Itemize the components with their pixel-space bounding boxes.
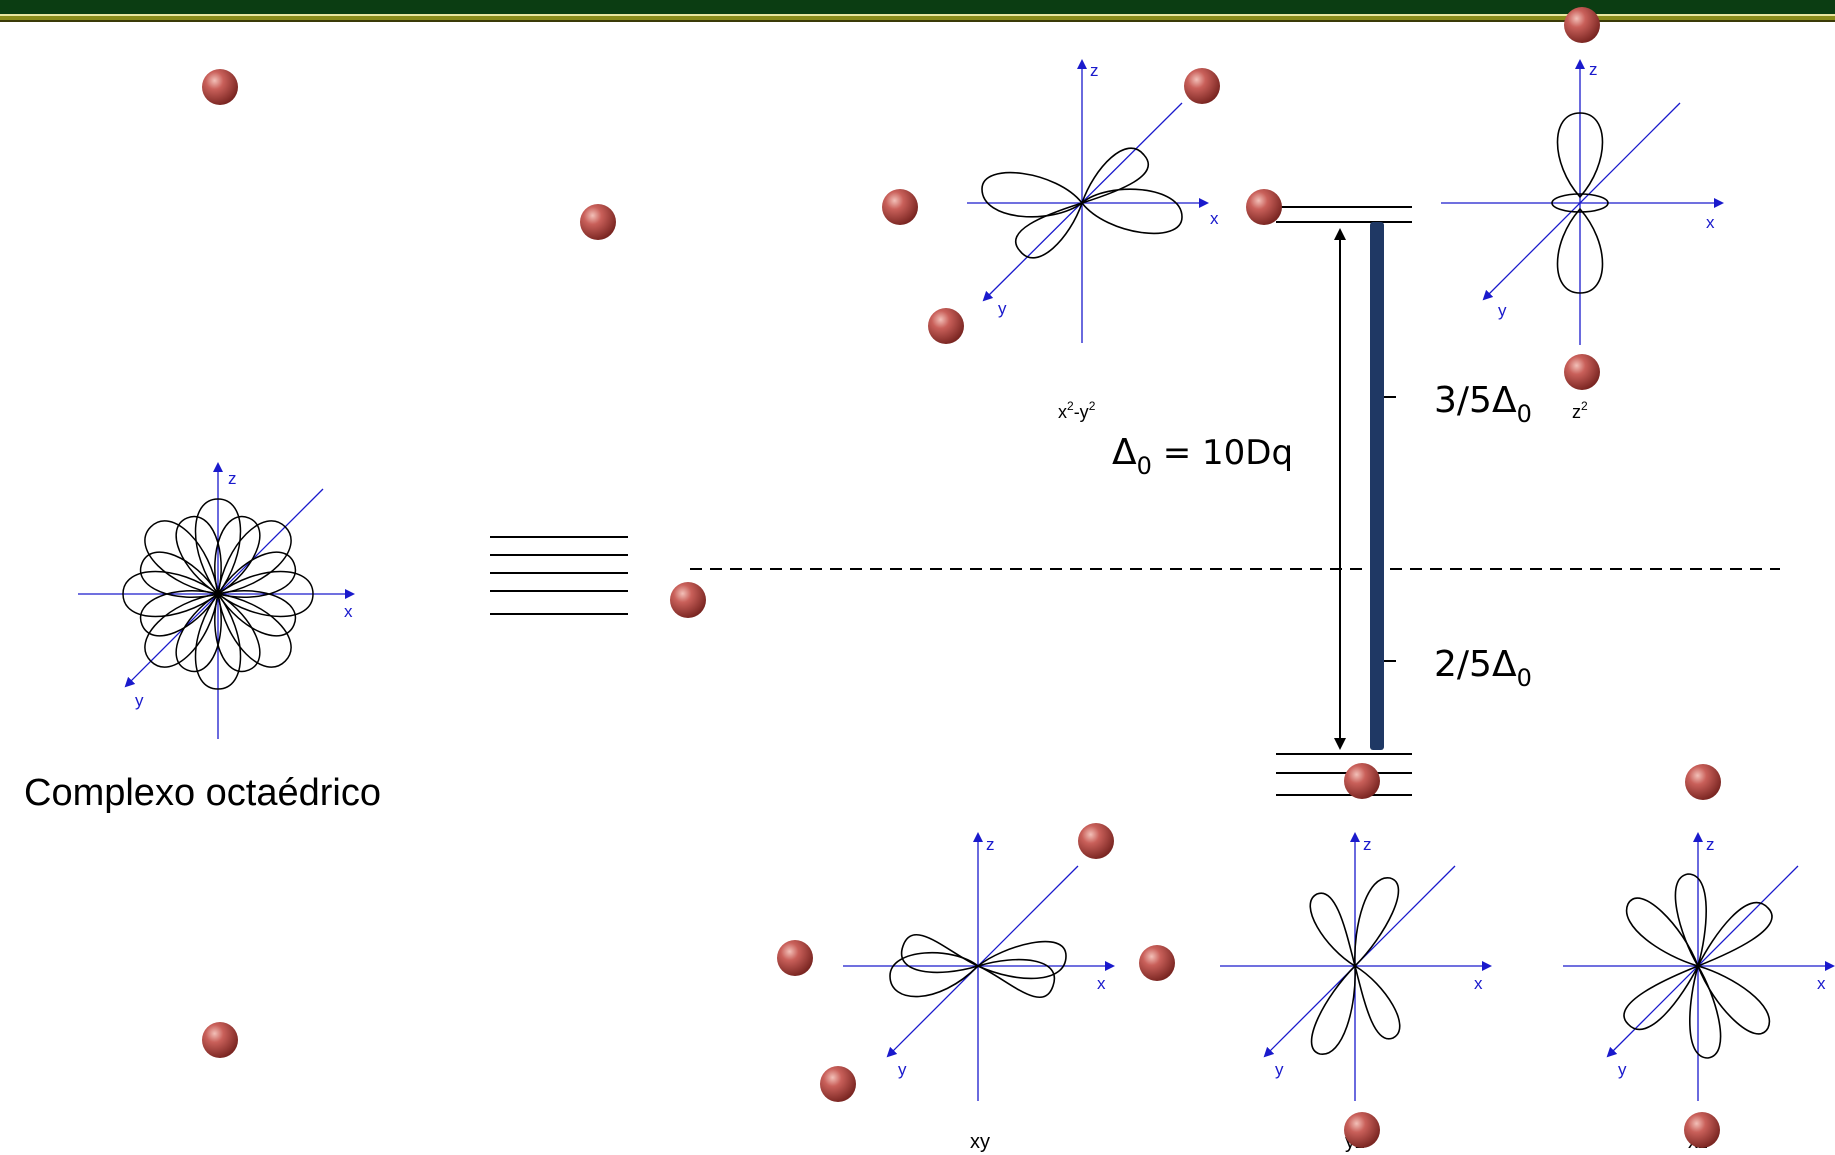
ligand-sphere	[670, 582, 706, 618]
axis-label-y: y	[135, 691, 144, 710]
eg-levels	[1276, 206, 1412, 223]
axis-label-z: z	[1090, 61, 1099, 80]
header-bar	[0, 0, 1835, 14]
upper-splitting-label: 3/5Δ0	[1434, 380, 1532, 428]
axis-label-z: z	[1706, 835, 1715, 854]
ligand-sphere	[1684, 1112, 1720, 1148]
ligand-sphere	[1564, 7, 1600, 43]
ligand-sphere	[1184, 68, 1220, 104]
axis-label-z: z	[228, 469, 237, 488]
label-dxy: xy	[970, 1131, 990, 1153]
header-stripe	[0, 14, 1835, 22]
ligand-sphere	[1246, 189, 1282, 225]
axis-label-x: x	[1706, 213, 1715, 232]
axis-label-x: x	[1474, 974, 1483, 993]
label-dz2: z2	[1572, 399, 1588, 422]
ligand-sphere	[1139, 945, 1175, 981]
axis-label-x: x	[1097, 974, 1106, 993]
orbital-dyz: z x y	[1220, 832, 1492, 1101]
ligands	[202, 7, 1721, 1148]
orbital-dxz: z x y	[1563, 832, 1835, 1101]
ligand-sphere	[1564, 354, 1600, 390]
ligand-sphere	[1078, 823, 1114, 859]
ligand-sphere	[777, 940, 813, 976]
axis-label-z: z	[1363, 835, 1372, 854]
axis-label-y: y	[898, 1060, 907, 1079]
ligand-sphere	[580, 204, 616, 240]
axis-label-x: x	[344, 602, 353, 621]
axis-label-z: z	[1589, 60, 1598, 79]
free-ion-orbitals: z x y	[78, 462, 355, 739]
split-bar	[1370, 222, 1384, 750]
axis-label-x: x	[1817, 974, 1826, 993]
axis-label-x: x	[1210, 209, 1219, 228]
ligand-sphere	[1685, 764, 1721, 800]
axis-label-z: z	[986, 835, 995, 854]
axis-label-y: y	[1275, 1060, 1284, 1079]
ligand-sphere	[1344, 1112, 1380, 1148]
ligand-sphere	[928, 308, 964, 344]
label-dx2-y2: x2-y2	[1058, 399, 1096, 422]
ligand-sphere	[202, 1022, 238, 1058]
orbital-dz2: z x y	[1441, 59, 1724, 345]
t2g-levels	[1276, 753, 1412, 796]
ligand-sphere	[202, 69, 238, 105]
axis-label-y: y	[1498, 301, 1507, 320]
ligand-sphere	[1344, 763, 1380, 799]
degenerate-levels	[490, 536, 628, 615]
ligand-sphere	[882, 189, 918, 225]
superposed-lobes	[122, 498, 314, 690]
ligand-sphere	[820, 1066, 856, 1102]
axis-label-y: y	[1618, 1060, 1627, 1079]
complex-caption: Complexo octaédrico	[24, 772, 381, 814]
orbital-dxy: z x y	[843, 832, 1115, 1101]
orbital-dx2-y2: z x y	[967, 59, 1219, 343]
delta-label: Δ0 = 10Dq	[1112, 432, 1293, 480]
lower-splitting-label: 2/5Δ0	[1434, 644, 1532, 692]
axis-label-y: y	[998, 299, 1007, 318]
